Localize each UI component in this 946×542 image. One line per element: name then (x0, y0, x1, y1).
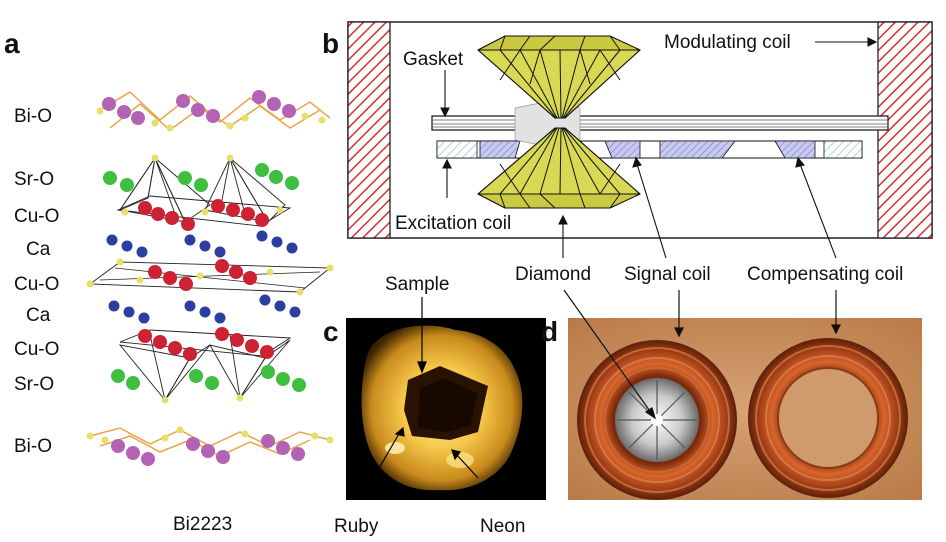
ca-atoms-top (106, 230, 298, 258)
compensating-coil-b (774, 140, 816, 159)
sr-atoms-top (103, 163, 299, 192)
excitation-coil-cyan-left (436, 140, 478, 159)
callout-arrows (440, 37, 878, 259)
cu-atoms-bottom (138, 327, 274, 361)
cuo-mid-layer (86, 258, 334, 296)
ca-atoms-bottom (108, 294, 301, 324)
layer-label-cuo-mid: Cu-O (14, 274, 60, 295)
bio-top-layer (96, 90, 331, 132)
sr-atoms-bottom (111, 365, 306, 392)
excitation-coil-label: Excitation coil (393, 213, 514, 234)
panel-c-arrows (377, 297, 479, 479)
signal-coil-right (604, 140, 641, 159)
structure-caption: Bi2223 (173, 514, 233, 535)
panel-c-letter: c (323, 316, 339, 347)
compensating-coil-label: Compensating coil (747, 264, 904, 285)
layer-label-sro-top: Sr-O (14, 169, 55, 190)
layer-label-cuo-top: Cu-O (14, 206, 60, 227)
diamond-upper (477, 35, 641, 119)
layer-label-bio-bottom: Bi-O (14, 436, 52, 457)
excitation-coil-cyan-right (823, 140, 863, 159)
layer-label-sro-bottom: Sr-O (14, 374, 55, 395)
sample-label: Sample (385, 274, 450, 295)
layer-label-cuo-bottom: Cu-O (14, 339, 60, 360)
panel-a-letter: a (4, 28, 20, 59)
bio-bottom-layer (86, 426, 334, 466)
modulating-coil-label: Modulating coil (664, 32, 791, 53)
neon-label: Neon (480, 516, 526, 537)
panel-d-arrows (563, 289, 841, 420)
signal-coil-label: Signal coil (624, 264, 711, 285)
modulating-coil-left (347, 21, 391, 239)
cuo-top-layer (116, 195, 292, 231)
panel-b-letter: b (322, 28, 340, 59)
layer-label-ca-bottom: Ca (26, 305, 51, 326)
layer-label-bio-top: Bi-O (14, 106, 52, 127)
layer-label-ca-top: Ca (26, 239, 51, 260)
ruby-label: Ruby (334, 516, 379, 537)
panel-d-letter: d (541, 316, 559, 347)
diamond-lower (477, 127, 641, 209)
gasket-label: Gasket (403, 49, 464, 70)
diamond-label: Diamond (515, 264, 592, 285)
compensating-coil-a (659, 140, 736, 159)
signal-coil-left (479, 140, 521, 159)
